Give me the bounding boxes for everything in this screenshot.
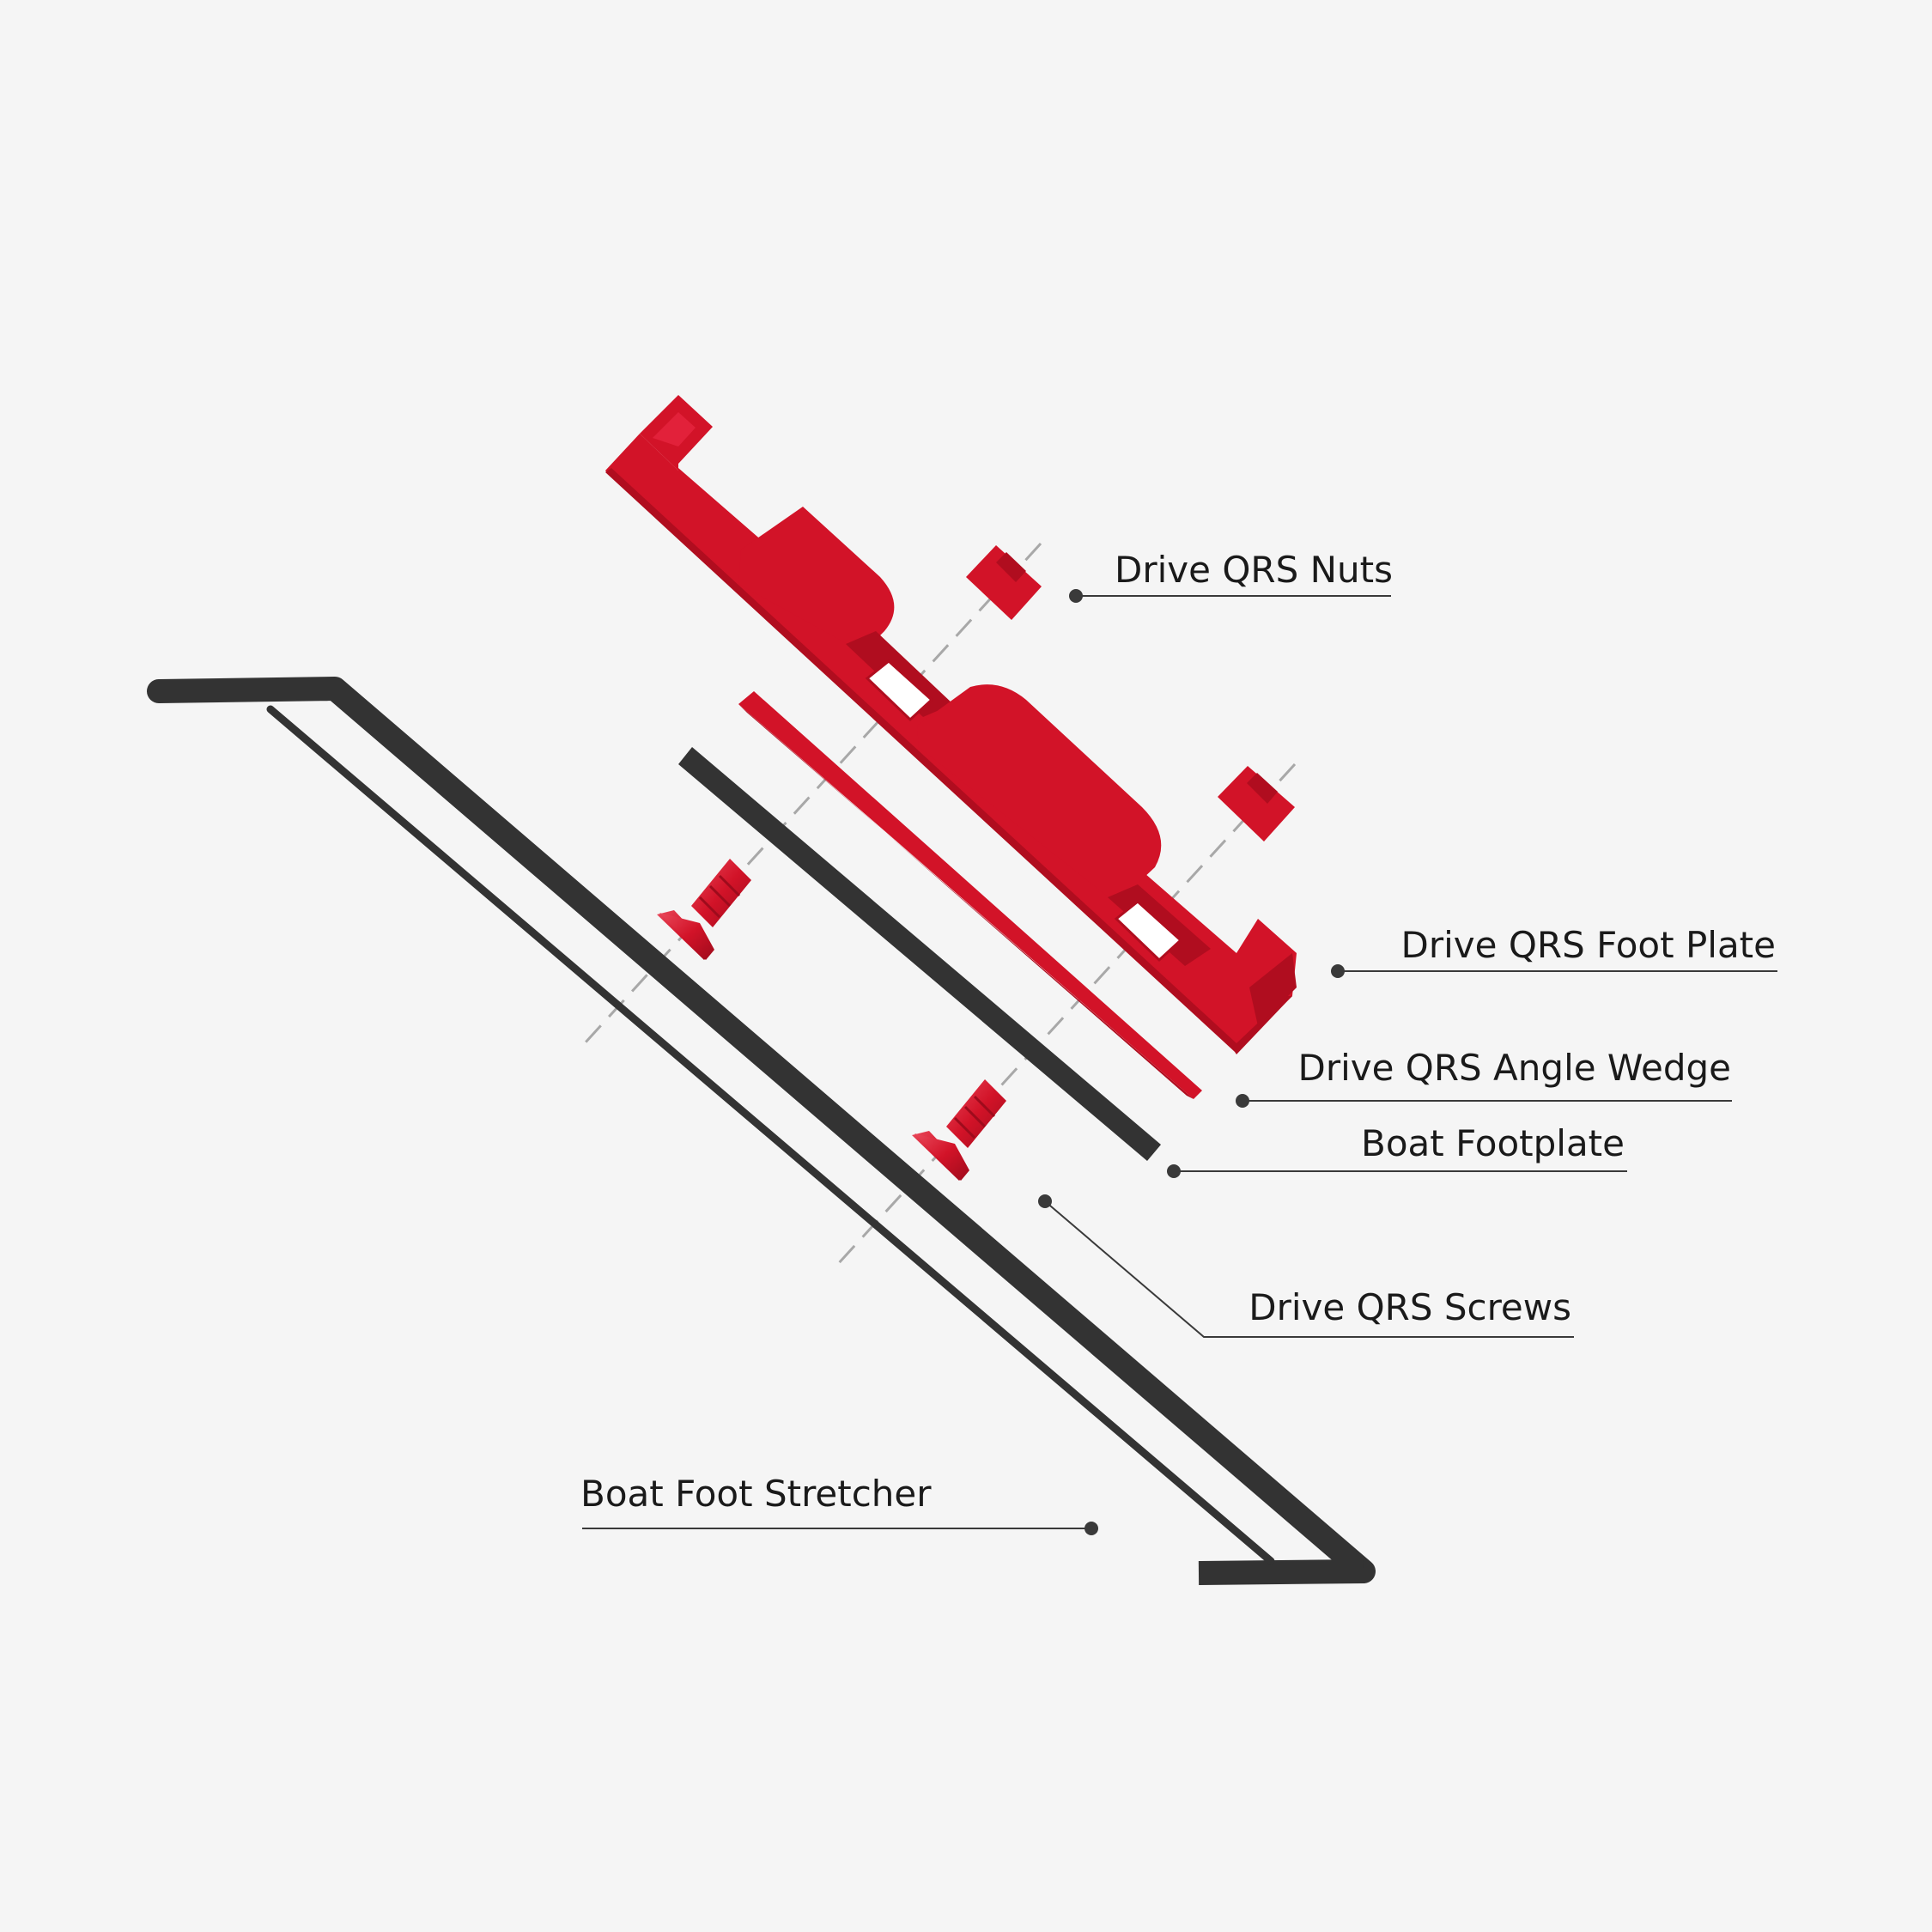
screw-upper	[657, 859, 751, 960]
nut-upper	[966, 545, 1042, 620]
label-foot-plate: Drive QRS Foot Plate	[1401, 924, 1777, 966]
boat-foot-stretcher	[147, 677, 1376, 1585]
drive-qrs-screws	[657, 859, 1006, 1181]
label-boat-footplate: Boat Footplate	[1361, 1122, 1625, 1164]
label-angle-wedge: Drive QRS Angle Wedge	[1297, 1047, 1731, 1089]
drive-qrs-nuts	[966, 545, 1295, 841]
label-nuts: Drive QRS Nuts	[1115, 549, 1393, 591]
callout-screws: Drive QRS Screws	[1038, 1194, 1574, 1338]
foot-stretcher-outer-rail	[147, 677, 1376, 1583]
callout-foot-plate: Drive QRS Foot Plate	[1331, 924, 1777, 978]
callout-foot-stretcher: Boat Foot Stretcher	[580, 1473, 1098, 1535]
callout-angle-wedge: Drive QRS Angle Wedge	[1236, 1047, 1732, 1108]
label-foot-stretcher: Boat Foot Stretcher	[580, 1473, 932, 1515]
callout-nuts: Drive QRS Nuts	[1069, 549, 1393, 603]
drive-qrs-foot-plate	[605, 395, 1297, 1054]
boat-footplate	[678, 747, 1161, 1161]
label-screws: Drive QRS Screws	[1249, 1286, 1571, 1328]
foot-stretcher-bottom-rail	[1198, 1559, 1364, 1585]
screw-lower	[912, 1079, 1006, 1181]
callout-boat-footplate: Boat Footplate	[1167, 1122, 1627, 1178]
nut-lower	[1218, 766, 1295, 841]
foot-stretcher-inner-rail	[266, 705, 1275, 1565]
drive-qrs-angle-wedge	[738, 691, 1202, 1099]
